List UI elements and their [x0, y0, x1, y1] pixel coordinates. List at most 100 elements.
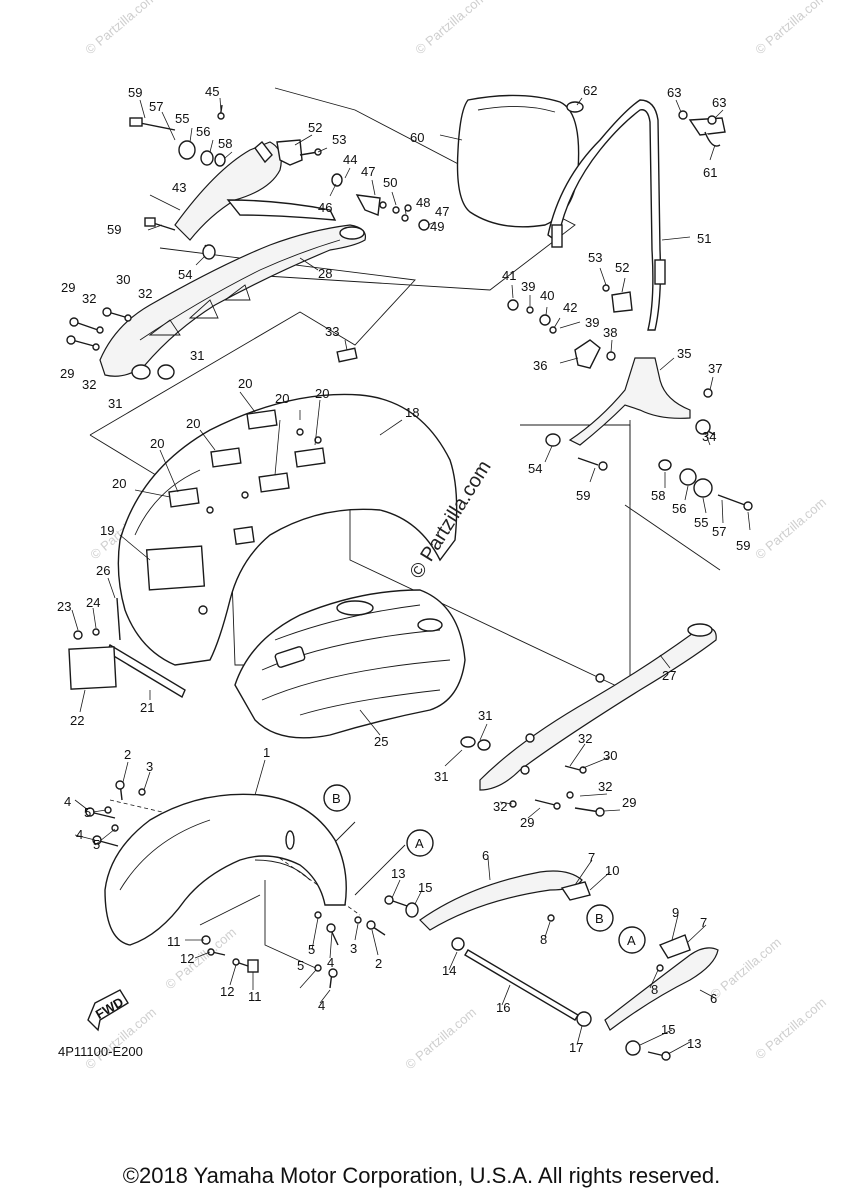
callout-13: 13 [391, 866, 405, 881]
callout-3: 3 [350, 941, 357, 956]
front-axle [451, 937, 592, 1027]
callout-51: 51 [697, 231, 711, 246]
callout-44: 44 [343, 152, 357, 167]
callout-20: 20 [112, 476, 126, 491]
callout-14: 14 [442, 963, 456, 978]
callout-32: 32 [82, 377, 96, 392]
callout-41: 41 [502, 268, 516, 283]
callout-7: 7 [588, 850, 595, 865]
callout-24: 24 [86, 595, 100, 610]
callout-21: 21 [140, 700, 154, 715]
callout-35: 35 [677, 346, 691, 361]
callout-3: 3 [146, 759, 153, 774]
callout-25: 25 [374, 734, 388, 749]
callout-5: 5 [93, 837, 100, 852]
callout-59: 59 [128, 85, 142, 100]
callout-46: 46 [318, 200, 332, 215]
callout-32: 32 [578, 731, 592, 746]
callout-36: 36 [533, 358, 547, 373]
watermark-1: © Partzilla.com [412, 0, 489, 57]
watermark-2: © Partzilla.com [752, 0, 829, 57]
callout-15: 15 [661, 1022, 675, 1037]
right-side-rail [479, 623, 717, 791]
callout-31: 31 [108, 396, 122, 411]
callout-6: 6 [482, 848, 489, 863]
callout-40: 40 [540, 288, 554, 303]
bar-clamp-bracket [678, 110, 726, 147]
callout-11: 11 [167, 934, 181, 949]
callout-63: 63 [712, 95, 726, 110]
callout-57: 57 [712, 524, 726, 539]
callout-45: 45 [205, 84, 219, 99]
callout-4: 4 [76, 827, 83, 842]
ref-letter-b-upper: B [332, 791, 341, 806]
callout-53: 53 [588, 250, 602, 265]
fender-stay-lower [604, 934, 719, 1031]
callout-59: 59 [736, 538, 750, 553]
watermark-6: © Partzilla.com [402, 1004, 479, 1072]
callout-31: 31 [434, 769, 448, 784]
diagram-code: 4P11100-E200 [58, 1044, 143, 1059]
callout-29: 29 [61, 280, 75, 295]
callout-49: 49 [430, 219, 444, 234]
front-fender [104, 793, 347, 946]
callout-37: 37 [708, 361, 722, 376]
callout-28: 28 [318, 266, 332, 281]
callout-15: 15 [418, 880, 432, 895]
callout-29: 29 [60, 366, 74, 381]
callout-4: 4 [318, 998, 325, 1013]
leader-lines [71, 97, 751, 1055]
callout-54: 54 [178, 267, 192, 282]
callout-59: 59 [107, 222, 121, 237]
callout-10: 10 [605, 863, 619, 878]
callout-4: 4 [64, 794, 71, 809]
callout-2: 2 [124, 747, 131, 762]
callout-55: 55 [175, 111, 189, 126]
callout-19: 19 [100, 523, 114, 538]
callout-47: 47 [361, 164, 375, 179]
callout-12: 12 [180, 951, 194, 966]
callout-4: 4 [327, 955, 334, 970]
callout-60: 60 [410, 130, 424, 145]
watermark-4: © Partzilla.com [752, 494, 829, 562]
callout-27: 27 [662, 668, 676, 683]
ref-letter-a-lower: A [627, 933, 636, 948]
front-fender-hardware [85, 780, 386, 989]
callout-30: 30 [116, 272, 130, 287]
callout-56: 56 [196, 124, 210, 139]
callout-50: 50 [383, 175, 397, 190]
watermark-9: © Partzilla.com [707, 934, 784, 1002]
left-mount-small-parts [217, 104, 430, 231]
callout-53: 53 [332, 132, 346, 147]
callout-33: 33 [325, 324, 339, 339]
callout-55: 55 [694, 515, 708, 530]
callout-26: 26 [96, 563, 110, 578]
callout-61: 61 [703, 165, 717, 180]
callout-12: 12 [220, 984, 234, 999]
callout-58: 58 [651, 488, 665, 503]
callout-5: 5 [84, 805, 91, 820]
callout-32: 32 [82, 291, 96, 306]
callout-29: 29 [520, 815, 534, 830]
callout-52: 52 [308, 120, 322, 135]
callout-13: 13 [687, 1036, 701, 1051]
callout-2: 2 [375, 956, 382, 971]
callout-38: 38 [603, 325, 617, 340]
callout-16: 16 [496, 1000, 510, 1015]
copyright-notice: ©2018 Yamaha Motor Corporation, U.S.A. A… [122, 1163, 721, 1188]
right-hardware [460, 284, 753, 817]
callout-52: 52 [615, 260, 629, 275]
callout-20: 20 [238, 376, 252, 391]
callout-7: 7 [700, 915, 707, 930]
ref-letter-a-upper: A [415, 836, 424, 851]
callout-17: 17 [569, 1040, 583, 1055]
callout-57: 57 [149, 99, 163, 114]
reference-markers [323, 784, 646, 954]
right-backrest-stay [568, 357, 691, 446]
callout-62: 62 [583, 83, 597, 98]
callout-18: 18 [405, 405, 419, 420]
callout-34: 34 [702, 429, 716, 444]
grommet [566, 101, 584, 113]
watermark-0: © Partzilla.com [82, 0, 159, 57]
callout-58: 58 [218, 136, 232, 151]
